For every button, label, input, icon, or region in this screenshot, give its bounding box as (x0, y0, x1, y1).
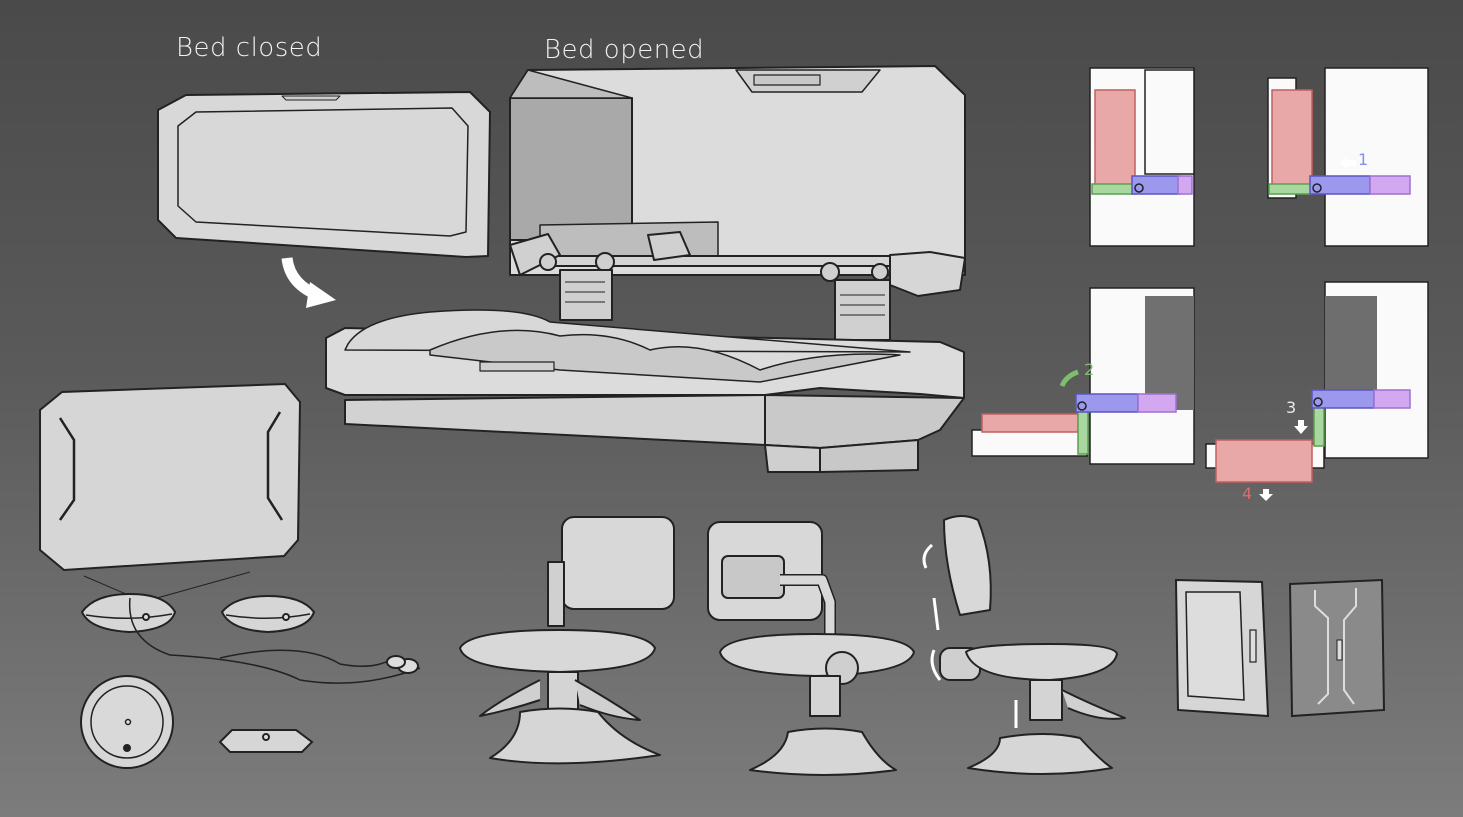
step-3-number: 3 (1286, 398, 1297, 417)
chair-adjust-arrows (922, 543, 1018, 728)
step-1-number: 1 (1358, 150, 1369, 169)
step-4-number: 4 (1242, 484, 1253, 503)
bed-closed-label: Bed closed (176, 33, 323, 63)
chair-2 (707, 521, 915, 776)
chair-1 (459, 516, 675, 765)
mechanism-step-1 (1267, 67, 1429, 247)
tablet (39, 382, 302, 601)
bed-opened-label: Bed opened (544, 35, 705, 65)
speaker-pucks (80, 592, 421, 769)
mechanism-step-2 (971, 287, 1195, 465)
mechanism-step-3 (1205, 281, 1429, 501)
door-panel (1288, 578, 1386, 718)
chair-3 (939, 515, 1126, 775)
door-closed (1174, 578, 1270, 718)
bed-opened (325, 65, 966, 473)
mechanism-step-0 (1089, 67, 1195, 247)
step-2-number: 2 (1084, 360, 1095, 379)
bed-closed-panel (157, 91, 491, 258)
close-arrow-icon (281, 257, 336, 308)
